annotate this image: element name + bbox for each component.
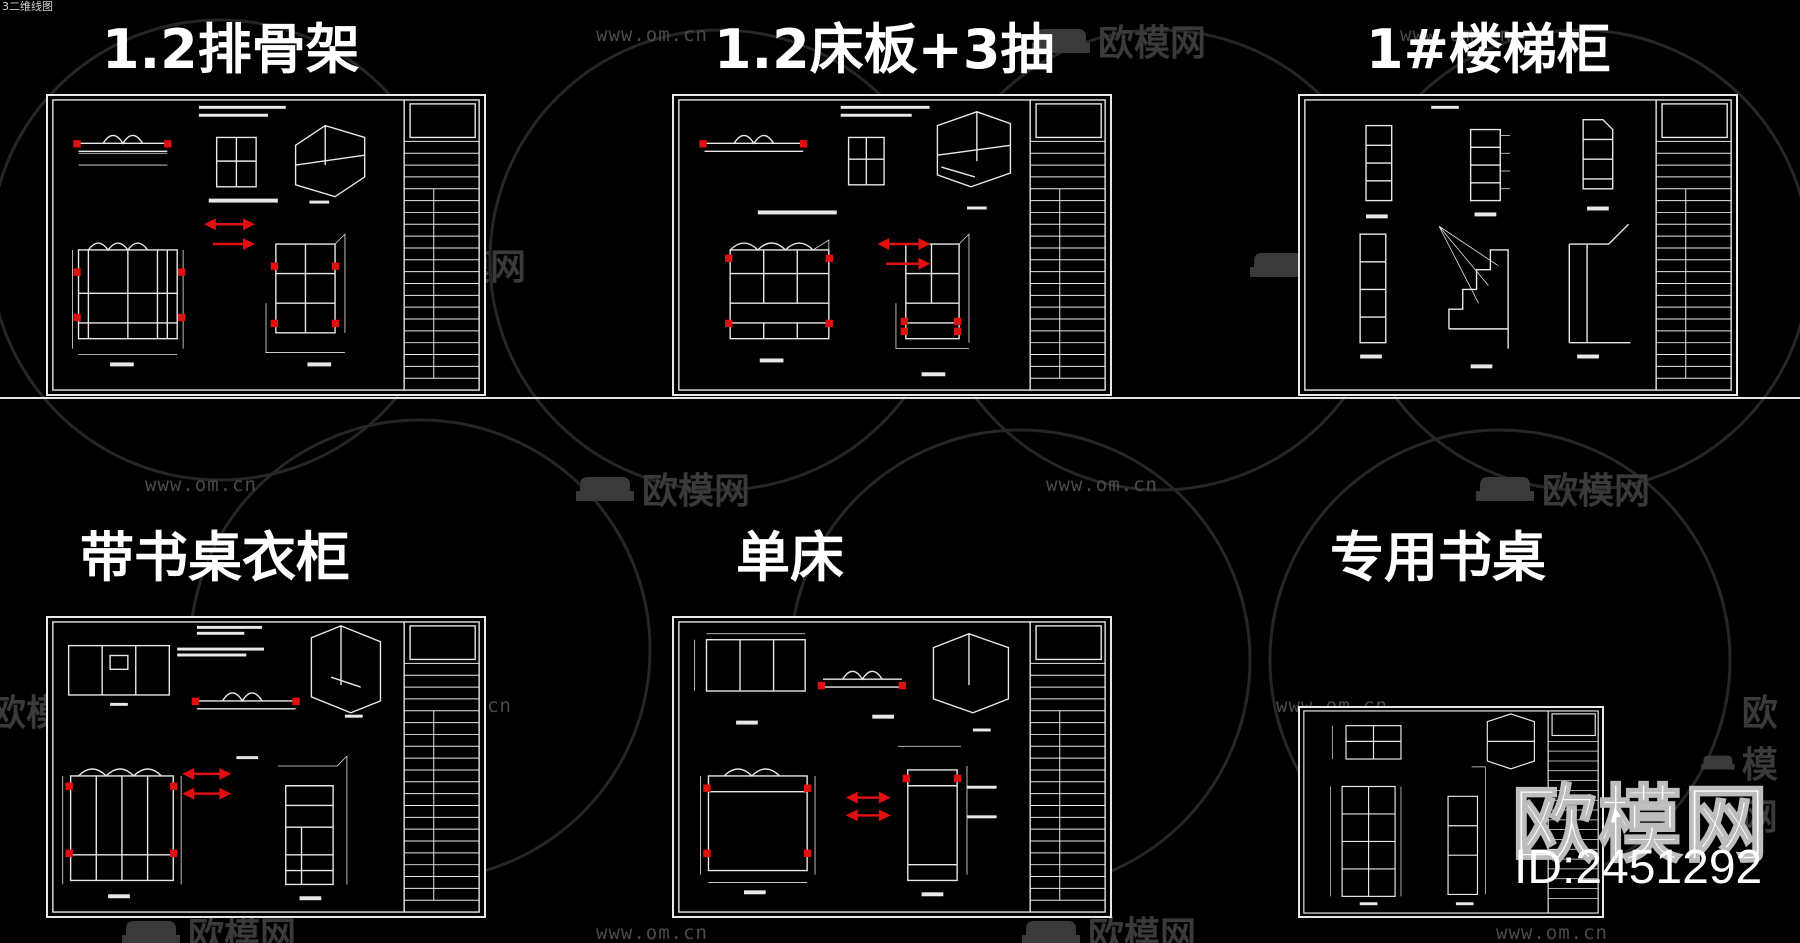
- red-arrow-icon: [73, 140, 340, 328]
- watermark-brand: 欧模网: [1474, 462, 1650, 514]
- drawing-content: [678, 99, 1106, 391]
- model-id-text: ID:2451292: [1514, 841, 1763, 894]
- drawing-sheet-rib-rack[interactable]: [46, 94, 486, 396]
- drawing-sheet-single-bed[interactable]: [672, 616, 1112, 918]
- red-arrow-icon: [65, 697, 300, 858]
- watermark-brand: 欧模网: [574, 462, 750, 514]
- sofa-icon: [1476, 477, 1534, 501]
- drawing-content: [52, 99, 480, 391]
- drawing-content: [1304, 99, 1732, 391]
- watermark-brand-text: 欧模网: [642, 471, 751, 512]
- panel-title: 单床: [736, 526, 844, 589]
- panel-title: 1#楼梯柜: [1366, 18, 1611, 81]
- panel-title: 带书桌衣柜: [80, 526, 350, 589]
- watermark-brand: 欧模网: [1030, 14, 1206, 66]
- drawing-sheet-stair-cabinet[interactable]: [1298, 94, 1738, 396]
- watermark-url: www.om.cn: [1046, 474, 1158, 496]
- panel-title: 1.2排骨架: [102, 18, 360, 81]
- drawing-sheet-wardrobe-desk[interactable]: [46, 616, 486, 918]
- sofa-icon: [1022, 921, 1080, 943]
- drawing-content: [52, 621, 480, 913]
- watermark-brand-text: 欧模网: [1542, 471, 1651, 512]
- watermark-brand-text: 欧模网: [1098, 23, 1207, 64]
- watermark-url: www.om.cn: [596, 922, 708, 943]
- watermark-url: www.om.cn: [145, 474, 257, 496]
- red-arrow-icon: [699, 140, 962, 336]
- window-title-fragment: 3二维线图: [0, 0, 55, 14]
- watermark-url: www.om.cn: [596, 24, 708, 46]
- row-separator-line: [0, 397, 1800, 399]
- sofa-icon: [122, 921, 180, 943]
- panel-title: 专用书桌: [1330, 526, 1546, 589]
- watermark-url: www.om.cn: [1496, 922, 1608, 943]
- sofa-icon: [576, 477, 634, 501]
- panel-title: 1.2床板+3抽: [714, 18, 1055, 81]
- drawing-sheet-bed-board[interactable]: [672, 94, 1112, 396]
- drawing-content: [678, 621, 1106, 913]
